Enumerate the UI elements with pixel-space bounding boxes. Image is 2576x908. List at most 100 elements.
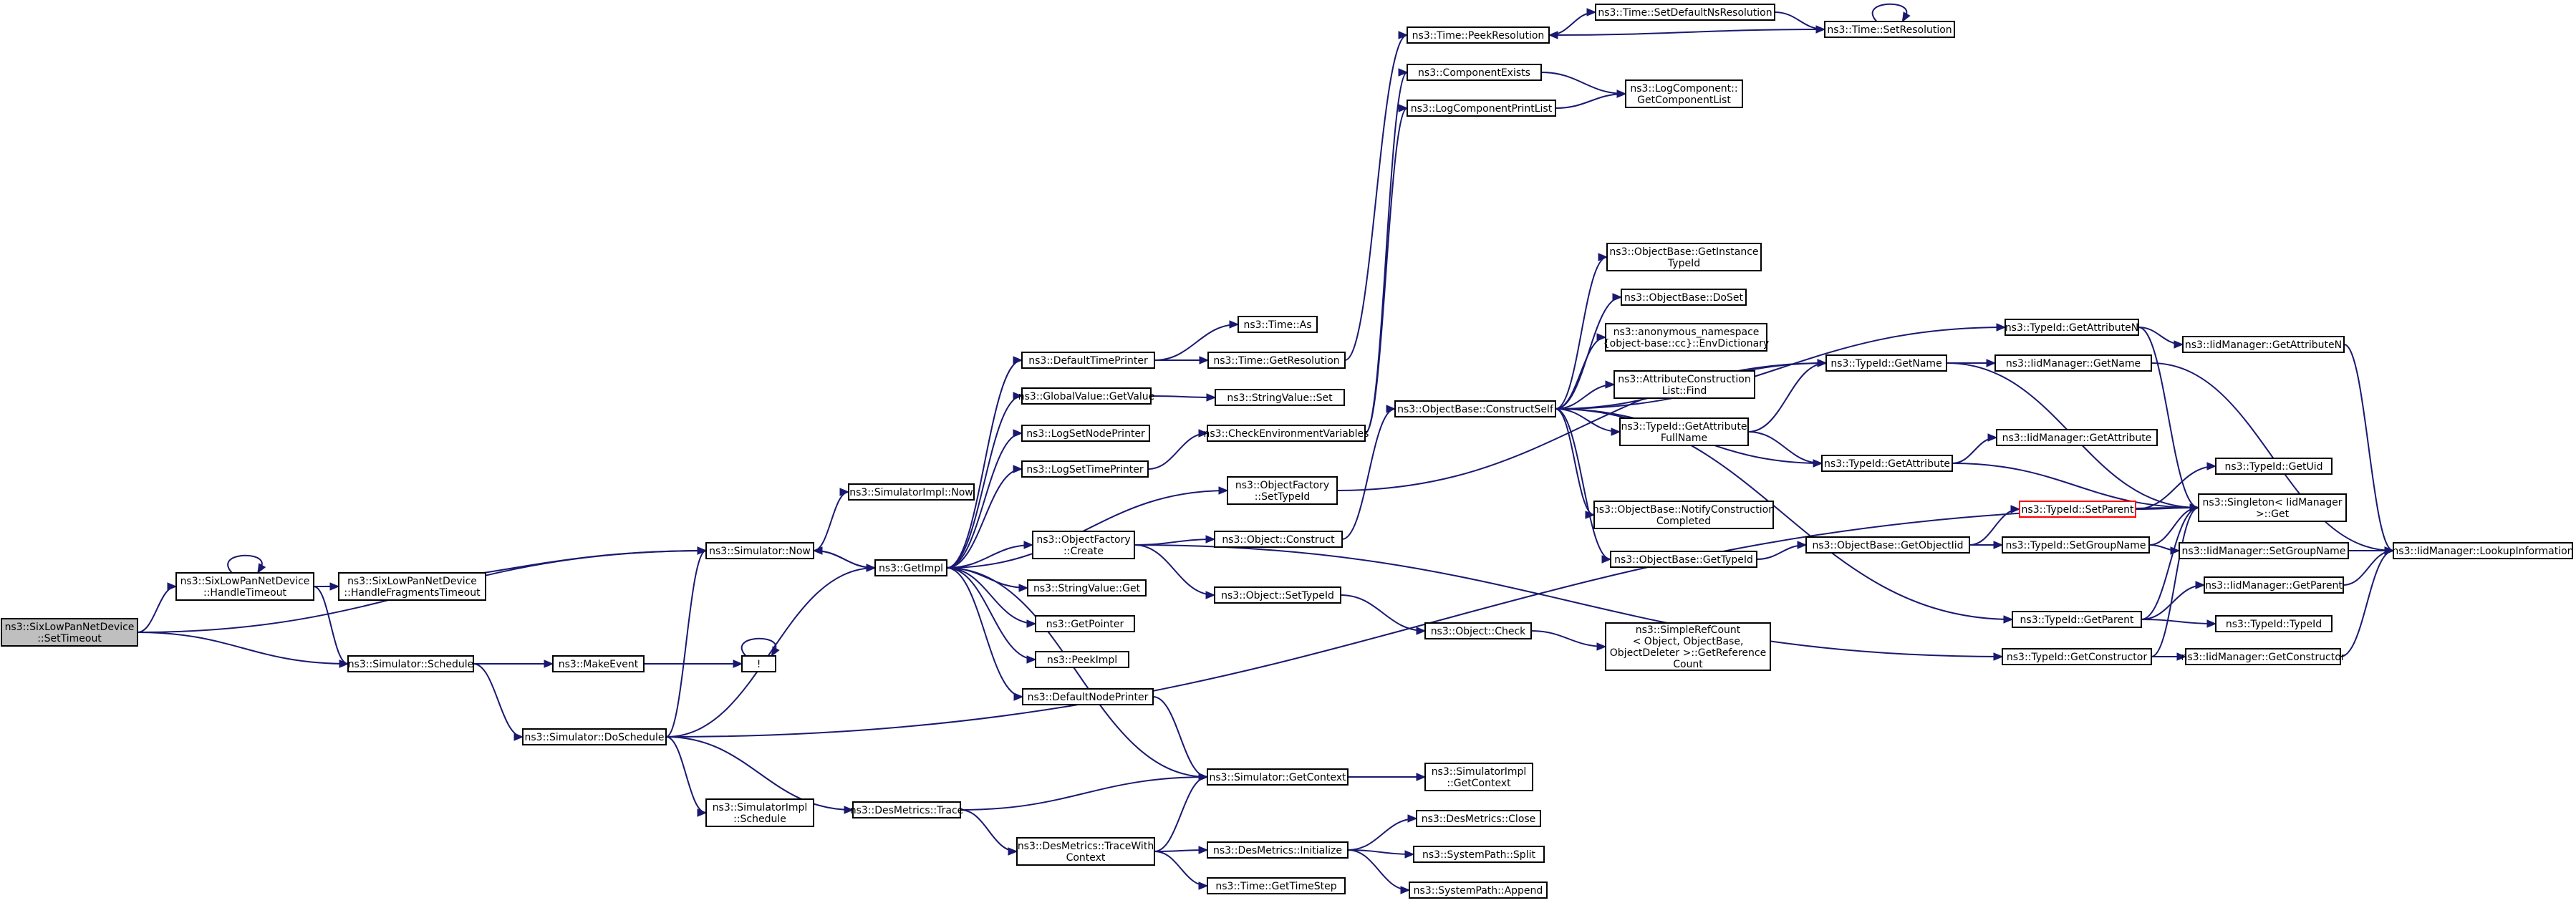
edge-line: [2138, 327, 2199, 508]
graph-node[interactable]: ns3::Object::Check: [1424, 622, 1532, 639]
graph-node[interactable]: ns3::LogComponentPrintList: [1407, 100, 1556, 117]
edge-arrowhead: [2003, 615, 2014, 624]
graph-node[interactable]: ns3::DefaultNodePrinter: [1022, 688, 1154, 705]
graph-node[interactable]: ns3::TypeId::GetUid: [2215, 458, 2333, 475]
graph-node[interactable]: ns3::Time::SetResolution: [1824, 21, 1955, 38]
node-box: [705, 542, 814, 559]
graph-node[interactable]: ns3::ObjectBase::GetObjectIid: [1805, 536, 1970, 554]
graph-node[interactable]: ns3::Time::GetResolution: [1207, 352, 1346, 369]
graph-node[interactable]: ns3::LogSetNodePrinter: [1021, 425, 1150, 442]
node-label: ns3::StringValue::Set: [1227, 392, 1333, 404]
graph-node[interactable]: ns3::Singleton< IidManager>::Get: [2198, 493, 2347, 522]
graph-node[interactable]: ns3::DesMetrics::Close: [1416, 810, 1541, 827]
graph-node[interactable]: ns3::StringValue::Set: [1215, 389, 1345, 406]
graph-node[interactable]: ns3::IidManager::SetGroupName: [2179, 542, 2349, 559]
graph-node[interactable]: ns3::ComponentExists: [1407, 64, 1542, 81]
graph-node[interactable]: ns3::TypeId::SetParent: [2019, 501, 2136, 518]
graph-node[interactable]: ns3::LogSetTimePrinter: [1021, 460, 1149, 478]
graph-node[interactable]: ns3::Simulator::Now: [705, 542, 814, 559]
graph-node[interactable]: ns3::SimulatorImpl::GetContext: [1424, 763, 1533, 791]
node-label: ::HandleFragmentsTimeout: [344, 587, 481, 599]
graph-node[interactable]: ns3::DesMetrics::Initialize: [1207, 841, 1349, 859]
graph-node[interactable]: ns3::Time::GetTimeStep: [1207, 877, 1346, 894]
graph-node[interactable]: ns3::SixLowPanNetDevice::SetTimeout: [1, 618, 138, 647]
graph-node[interactable]: ns3::TypeId::GetAttributeN: [2005, 319, 2139, 336]
graph-edge: [1134, 544, 2004, 661]
edge-line: [1154, 851, 1208, 887]
graph-node[interactable]: ns3::DefaultTimePrinter: [1021, 352, 1155, 369]
graph-node[interactable]: ns3::TypeId::GetParent: [2012, 611, 2142, 628]
graph-node[interactable]: ns3::TypeId::GetConstructor: [2002, 648, 2152, 665]
graph-node[interactable]: ns3::IidManager::LookupInformation: [2392, 542, 2574, 559]
graph-node[interactable]: !: [741, 655, 776, 672]
graph-node[interactable]: ns3::ObjectBase::NotifyConstructionCompl…: [1593, 501, 1775, 529]
graph-node[interactable]: ns3::LogComponent::GetComponentList: [1625, 79, 1743, 108]
graph-node[interactable]: ns3::Time::SetDefaultNsResolution: [1595, 4, 1775, 21]
graph-edge: [946, 567, 1209, 781]
graph-node[interactable]: ns3::ObjectBase::ConstructSelf: [1394, 400, 1556, 417]
edge-arrowhead: [1206, 393, 1217, 402]
edge-line: [1952, 437, 1997, 464]
node-label: ns3::ObjectBase::DoSet: [1624, 292, 1743, 304]
graph-node[interactable]: ns3::SimulatorImpl::Schedule: [705, 798, 814, 827]
graph-node[interactable]: ns3::Object::Construct: [1214, 531, 1343, 548]
node-box: [1994, 354, 2152, 372]
edge-arrowhead: [339, 660, 349, 668]
graph-node[interactable]: ns3::SixLowPanNetDevice::HandleFragments…: [338, 572, 486, 601]
graph-node[interactable]: ns3::Object::SetTypeId: [1214, 586, 1341, 604]
graph-node[interactable]: ns3::ObjectBase::GetTypeId: [1610, 551, 1757, 568]
graph-node[interactable]: ns3::TypeId::TypeId: [2215, 615, 2333, 632]
graph-edge: [1747, 359, 1828, 433]
edge-line: [2141, 507, 2199, 620]
graph-node[interactable]: ns3::PeekImpl: [1035, 651, 1129, 668]
graph-node[interactable]: ns3::GetImpl: [874, 559, 947, 576]
edge-arrowhead: [1013, 356, 1023, 364]
graph-node[interactable]: ns3::TypeId::GetName: [1825, 354, 1947, 372]
graph-node[interactable]: ns3::anonymous_namespace{object-base::cc…: [1603, 323, 1769, 352]
graph-node[interactable]: ns3::SystemPath::Split: [1413, 846, 1545, 863]
graph-edge: [1154, 773, 1209, 852]
edge-arrowhead: [1404, 850, 1415, 859]
graph-node[interactable]: ns3::IidManager::GetAttribute: [1996, 429, 2158, 446]
graph-node[interactable]: ns3::ObjectBase::DoSet: [1621, 289, 1747, 306]
edge-line: [1154, 776, 1208, 852]
edge-line: [137, 586, 177, 633]
graph-node[interactable]: ns3::IidManager::GetAttributeN: [2182, 336, 2345, 353]
graph-node[interactable]: ns3::IidManager::GetName: [1994, 354, 2152, 372]
graph-node[interactable]: ns3::DesMetrics::Trace: [850, 801, 964, 818]
graph-node[interactable]: ns3::GetPointer: [1035, 615, 1135, 632]
node-box: [2005, 319, 2139, 336]
graph-node[interactable]: ns3::Simulator::GetContext: [1207, 768, 1349, 786]
graph-node[interactable]: ns3::StringValue::Get: [1027, 579, 1147, 597]
graph-node[interactable]: ns3::Simulator::Schedule: [347, 655, 474, 672]
node-label: ns3::Time::SetDefaultNsResolution: [1598, 7, 1772, 19]
graph-edge: [1150, 393, 1217, 402]
graph-node[interactable]: ns3::Simulator::DoSchedule: [522, 728, 667, 745]
graph-node[interactable]: ns3::TypeId::SetGroupName: [2002, 536, 2150, 554]
node-label: ns3::ObjectBase::NotifyConstruction: [1593, 504, 1775, 516]
edge-arrowhead: [1013, 692, 1024, 701]
graph-node[interactable]: ns3::MakeEvent: [552, 655, 645, 672]
node-box: [1824, 21, 1955, 38]
graph-node[interactable]: ns3::GlobalValue::GetValue: [1018, 387, 1154, 405]
edge-arrowhead: [1548, 31, 1558, 39]
graph-node[interactable]: ns3::SystemPath::Append: [1409, 882, 1548, 899]
graph-node[interactable]: ns3::TypeId::GetAttribute: [1821, 455, 1953, 472]
graph-node[interactable]: ns3::ObjectFactory::Create: [1032, 531, 1135, 559]
graph-node[interactable]: ns3::Time::As: [1238, 316, 1318, 333]
graph-node[interactable]: ns3::CheckEnvironmentVariables: [1204, 425, 1369, 442]
edge-arrowhead: [1205, 535, 1216, 544]
graph-node[interactable]: ns3::IidManager::GetParent: [2204, 576, 2344, 594]
graph-node[interactable]: ns3::SimulatorImpl::Now: [848, 483, 975, 501]
graph-node[interactable]: ns3::SixLowPanNetDevice::HandleTimeout: [175, 572, 314, 601]
edge-line: [1548, 11, 1596, 36]
graph-node[interactable]: ns3::SimpleRefCount< Object, ObjectBase,…: [1605, 622, 1771, 671]
graph-node[interactable]: ns3::ObjectFactory::SetTypeId: [1227, 476, 1338, 505]
graph-edge: [1348, 773, 1427, 781]
graph-node[interactable]: ns3::IidManager::GetConstructor: [2181, 648, 2345, 665]
graph-node[interactable]: ns3::Time::PeekResolution: [1407, 26, 1550, 44]
